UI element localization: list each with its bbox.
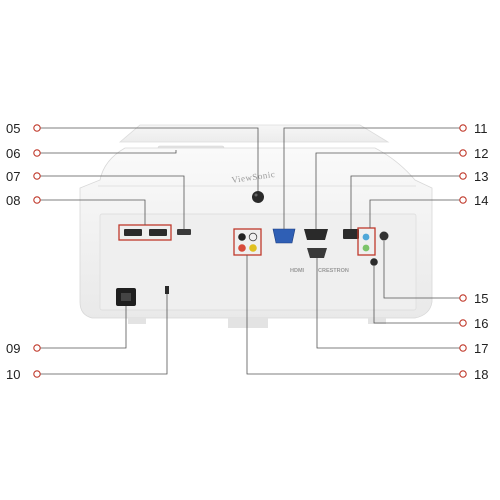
- rca-audio-red-jack: [238, 244, 246, 252]
- hdmi-logo: HDMI: [290, 268, 305, 274]
- leader-lines: [38, 127, 462, 375]
- callout-dot-10: [33, 370, 41, 378]
- vga-in-port: [272, 228, 296, 244]
- rs232-port: [307, 248, 327, 258]
- callout-dot-06: [33, 149, 41, 157]
- projector-top-cover: [118, 124, 390, 143]
- lan-port: [343, 229, 359, 239]
- audio-out-jack: [362, 244, 370, 252]
- usb-port: [177, 229, 191, 235]
- hdmi-port-1: [124, 229, 142, 236]
- leader-10: [38, 294, 168, 375]
- foot-right: [368, 318, 386, 324]
- callout-dot-12: [459, 149, 467, 157]
- callout-labels: 05 06 07 08 09 10 11 12 13 14 15 16 17 1…: [6, 121, 488, 382]
- projector-rear-view: ViewSonic HDMI CRESTRON: [79, 124, 433, 328]
- rear-io-panel: [99, 213, 417, 311]
- leader-12: [315, 152, 462, 229]
- callout-label-17: 17: [474, 341, 488, 356]
- leader-16: [373, 266, 462, 324]
- rca-video-jack: [238, 233, 246, 241]
- callout-label-15: 15: [474, 291, 488, 306]
- leader-14: [369, 199, 462, 228]
- leader-08: [38, 199, 146, 225]
- callout-label-08: 08: [6, 193, 20, 208]
- callout-dot-18: [459, 370, 467, 378]
- hdmi-port-2: [149, 229, 167, 236]
- callout-label-07: 07: [6, 169, 20, 184]
- highlight-rca: [233, 228, 262, 256]
- crestron-logo: CRESTRON: [318, 268, 349, 274]
- ir-receiver: [252, 191, 264, 203]
- audio-in-jack: [362, 233, 370, 241]
- highlight-audio: [357, 227, 376, 256]
- callout-label-10: 10: [6, 367, 20, 382]
- leader-18: [246, 255, 462, 375]
- usb-power-port: [379, 231, 389, 241]
- callout-label-05: 05: [6, 121, 20, 136]
- leader-06: [38, 150, 177, 154]
- callout-dot-11: [459, 124, 467, 132]
- callout-dot-09: [33, 344, 41, 352]
- power-inlet-pins: [121, 293, 131, 301]
- callout-label-11: 11: [474, 121, 488, 136]
- callout-label-09: 09: [6, 341, 20, 356]
- leader-05: [38, 127, 259, 191]
- callout-dots: [33, 124, 467, 378]
- leader-17: [316, 258, 462, 349]
- leader-13: [350, 175, 462, 229]
- callout-label-13: 13: [474, 169, 488, 184]
- foot-left: [128, 318, 146, 324]
- callout-dot-17: [459, 344, 467, 352]
- leader-09: [38, 306, 127, 349]
- leader-11: [283, 127, 462, 229]
- vga-out-port: [304, 229, 328, 240]
- callout-label-06: 06: [6, 146, 20, 161]
- callout-dot-07: [33, 172, 41, 180]
- ir-receiver-glint: [254, 193, 258, 197]
- rca-audio-yellow-jack: [249, 244, 257, 252]
- callout-dot-14: [459, 196, 467, 204]
- callout-dot-05: [33, 124, 41, 132]
- callout-dot-08: [33, 196, 41, 204]
- callout-label-16: 16: [474, 316, 488, 331]
- callout-dot-16: [459, 319, 467, 327]
- callout-dot-13: [459, 172, 467, 180]
- mic-jack: [370, 258, 378, 266]
- security-lock-slot: [165, 286, 169, 294]
- callout-label-12: 12: [474, 146, 488, 161]
- leader-15: [383, 241, 462, 299]
- callout-label-18: 18: [474, 367, 488, 382]
- callout-label-14: 14: [474, 193, 488, 208]
- callout-dot-15: [459, 294, 467, 302]
- leader-07: [38, 175, 185, 229]
- foot-center: [228, 318, 268, 328]
- rca-audio-white-jack: [248, 232, 258, 242]
